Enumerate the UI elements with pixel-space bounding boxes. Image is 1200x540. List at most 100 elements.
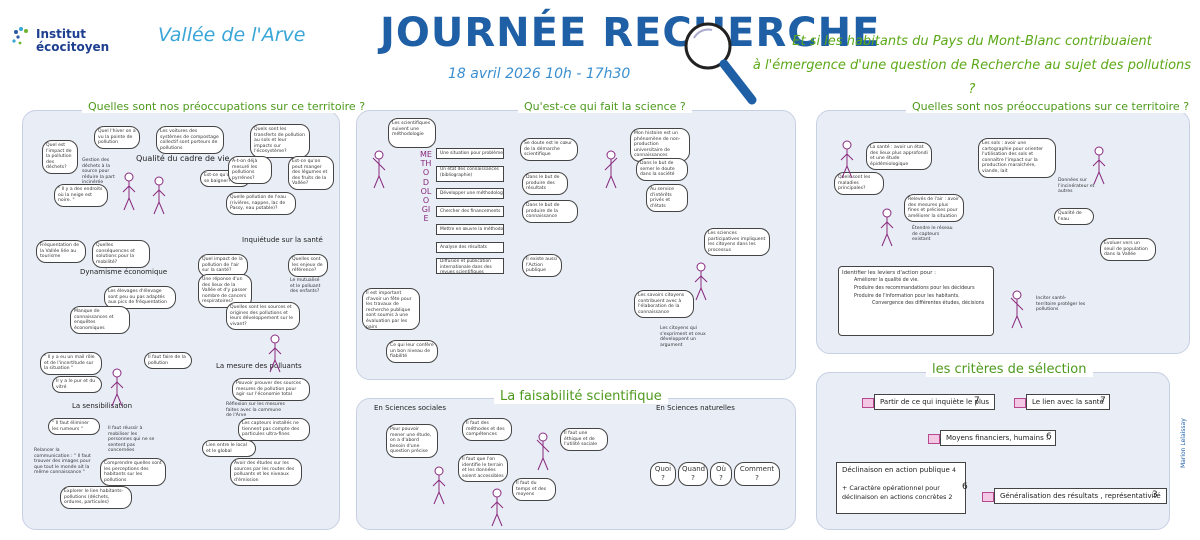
bubble-quand: Quand ? — [678, 462, 708, 486]
bubble-lien-habitants: Explorer le lien habitants-pollutions (d… — [60, 486, 132, 509]
bubble-temps: Il faut du temps et des moyens — [512, 478, 556, 501]
criterion-4-label: Déclinaison en action publique — [842, 466, 950, 474]
author-signature: Marion Lelaissay — [1180, 418, 1187, 468]
natural-sciences-heading: En Sciences naturelles — [656, 404, 735, 412]
bubble-methodologie: Les scientifiques suivent une méthodolog… — [388, 118, 436, 148]
event-date: 18 avril 2026 10h - 17h30 — [448, 66, 631, 82]
criterion-5-count: 2 — [948, 493, 953, 501]
note-incinerateur: Données sur l'incinérateur et autres — [1058, 178, 1095, 195]
institut-logo: Institut écocitoyen — [10, 22, 120, 62]
stick-figure-middle-3 — [694, 262, 708, 301]
bubble-connaissances: Manque de connaissances et enquêtes écon… — [70, 306, 130, 335]
criterion-3-count: 6 — [1046, 432, 1052, 442]
stick-figure-faisabilite-3 — [490, 488, 504, 527]
criterion-2: Le lien avec la santé — [1026, 394, 1110, 410]
criterion-1-count: 7 — [974, 396, 980, 406]
method-step-3: Développer une méthodologie — [436, 188, 504, 199]
levers-title: Identifier les leviers d'action pour : — [842, 270, 936, 276]
bubble-participatives: Les sciences participatives impliquent l… — [704, 228, 770, 257]
bubble-dechets: Quel est l'impact de la pollution des dé… — [42, 140, 78, 174]
note-mobiliser: Il faut réussir à mobiliser les personne… — [108, 426, 155, 454]
criterion-5-label: Caractère opérationnel pour déclinaison … — [842, 484, 947, 501]
criteria-title: les critères de sélection — [926, 362, 1093, 377]
lever-4: Convergence des différentes études, déci… — [872, 301, 985, 306]
levers-box: Identifier les leviers d'action pour : A… — [838, 266, 994, 336]
stick-figure-left-4 — [110, 368, 124, 407]
bubble-sources: Quelles sont les sources et origines des… — [226, 302, 300, 331]
note-capteurs: Étendre le réseau de capteurs existant — [912, 226, 953, 243]
bubble-capteurs: Les capteurs installés ne tiennent pas c… — [238, 418, 310, 441]
criterion-4-count: 4 — [952, 467, 956, 474]
bubble-prouver: Pouvoir prouver des sources mesures de p… — [232, 378, 310, 401]
stick-figure-left-2 — [152, 176, 166, 215]
page-title: JOURNÉE RECHERCHE — [380, 10, 881, 56]
main-question: Et si les habitants du Pays du Mont-Blan… — [752, 30, 1192, 102]
criterion-5: + Caractère opérationnel pour déclinaiso… — [842, 484, 953, 501]
bubble-perceptions: Comprendre quelles sont les perceptions … — [100, 458, 166, 487]
section-economie: Dynamisme économique — [80, 268, 168, 276]
bubble-legumes: Est-ce qu'on peut manger des légumes et … — [288, 156, 334, 190]
left-panel-title: Quelles sont nos préoccupations sur ce t… — [82, 100, 372, 113]
method-step-5: Mettre en œuvre la méthodologie — [436, 224, 504, 235]
stick-figure-middle-2 — [604, 150, 618, 189]
criterion-6: Généralisation des résultats , représent… — [994, 488, 1167, 504]
bubble-ethique: Il faut une éthique et de l'utilité soci… — [560, 428, 608, 451]
right-panel-title: Quelles sont nos préoccupations sur ce t… — [906, 100, 1196, 113]
bubble-tourisme: Fréquentation de la Vallée liée au touri… — [36, 240, 86, 263]
bubble-rumeurs: " Il faut éliminer les rumeurs " — [48, 418, 100, 436]
stick-figure-faisabilite-1 — [432, 466, 446, 505]
note-citoyens-argument: Les citoyens qui s'expriment et ceux dév… — [660, 326, 706, 348]
question-line-2: à l'émergence d'une question de Recherch… — [752, 58, 1192, 97]
bubble-ou: Où ? — [710, 462, 732, 486]
criterion-6-count: 3 — [1152, 490, 1158, 500]
bubble-non-production: Mon histoire est un phénomène de non-pro… — [630, 128, 690, 162]
bubble-connaissance: Dans le but de produire de la connaissan… — [522, 200, 578, 223]
bubble-question-precise: Pour pouvoir mener une étude, on a d'abo… — [386, 424, 438, 458]
criterion-6-icon — [982, 492, 994, 502]
stick-figure-right-4 — [1010, 290, 1024, 329]
stick-figure-left-3 — [268, 334, 282, 373]
note-communication: Relancer la communication : " Il faut tr… — [34, 448, 91, 476]
bubble-doute: Se doute est le cœur de la démarche scie… — [520, 138, 578, 161]
bubble-methodes: Il faut des méthodes et des compétences — [462, 418, 512, 441]
bubble-terrain: Il faut que l'on identifie le terrain et… — [458, 454, 508, 483]
bubble-sols: Les sols : avoir une cartographie pour o… — [978, 138, 1056, 178]
stick-figure-middle-1 — [372, 150, 386, 189]
criterion-3-icon — [928, 434, 940, 444]
bubble-etudes-routes: Avoir des études sur les sources par les… — [230, 458, 302, 487]
stick-figure-faisabilite-2 — [536, 432, 550, 471]
section-cadre-de-vie: Qualité du cadre de vie — [136, 154, 230, 163]
bubble-resultats: Dans le but de produire des résultats — [522, 172, 568, 195]
section-mesure: La mesure des polluants — [216, 362, 302, 370]
method-step-4: Chercher des financements — [436, 206, 504, 217]
stick-figure-right-1 — [840, 140, 854, 179]
stick-figure-left-1 — [122, 172, 136, 211]
faisabilite-title: La faisabilité scientifique — [494, 389, 668, 404]
bubble-qualite-eau: Qualité de l'eau — [1054, 208, 1094, 226]
logo-line-2: écocitoyen — [36, 40, 110, 54]
criterion-2-icon — [1014, 398, 1026, 408]
bubble-semer-doute: Dans le but de semer le doute dans la so… — [636, 158, 688, 181]
note-reflexion: Réflexion sur les mesures faites avec la… — [226, 402, 285, 419]
methodology-vertical-label: METHODOLOGIE — [420, 150, 432, 224]
science-panel-title: Qu'est-ce qui fait la science ? — [518, 100, 692, 113]
bubble-compostage: Les voitures des systèmes de compostage … — [156, 126, 224, 155]
bubble-incertitude: " Il y a eu un mail rôle et de l'incerti… — [40, 352, 102, 375]
bubble-eau: Quelle pollution de l'eau (rivières, nap… — [226, 192, 296, 215]
bubble-pur-vitre: Il y a le pur et du vitré — [52, 376, 102, 394]
logo-line-1: Institut — [36, 27, 87, 41]
bubble-etat-lieux: La santé : avoir un état des lieux plus … — [866, 142, 932, 171]
bubble-transferts: Quels sont les transferts de pollution a… — [250, 124, 310, 158]
criterion-1-icon — [862, 398, 874, 408]
method-step-2: Un état des connaissances (bibliographie… — [436, 166, 504, 182]
bubble-local-global: Lien entre le local et le global — [202, 440, 256, 458]
method-step-6: Analyse des résultats — [436, 242, 504, 253]
note-gestion: Gestion des déchets à la source pour réd… — [82, 158, 115, 186]
note-enfants: Le mutualisé et le polluant des enfants? — [290, 278, 321, 295]
question-line-1: Et si les habitants du Pays du Mont-Blan… — [792, 34, 1152, 49]
valley-title: Vallée de l'Arve — [158, 24, 306, 46]
bubble-enjeux: Quelles sont les enjeux de référence? — [288, 254, 328, 277]
bubble-interets: Au service d'intérêts privés et d'états — [646, 184, 688, 213]
magnifier-icon — [684, 22, 757, 105]
bubble-savoirs-citoyens: Les savoirs citoyens contribuent avec à … — [634, 290, 694, 319]
